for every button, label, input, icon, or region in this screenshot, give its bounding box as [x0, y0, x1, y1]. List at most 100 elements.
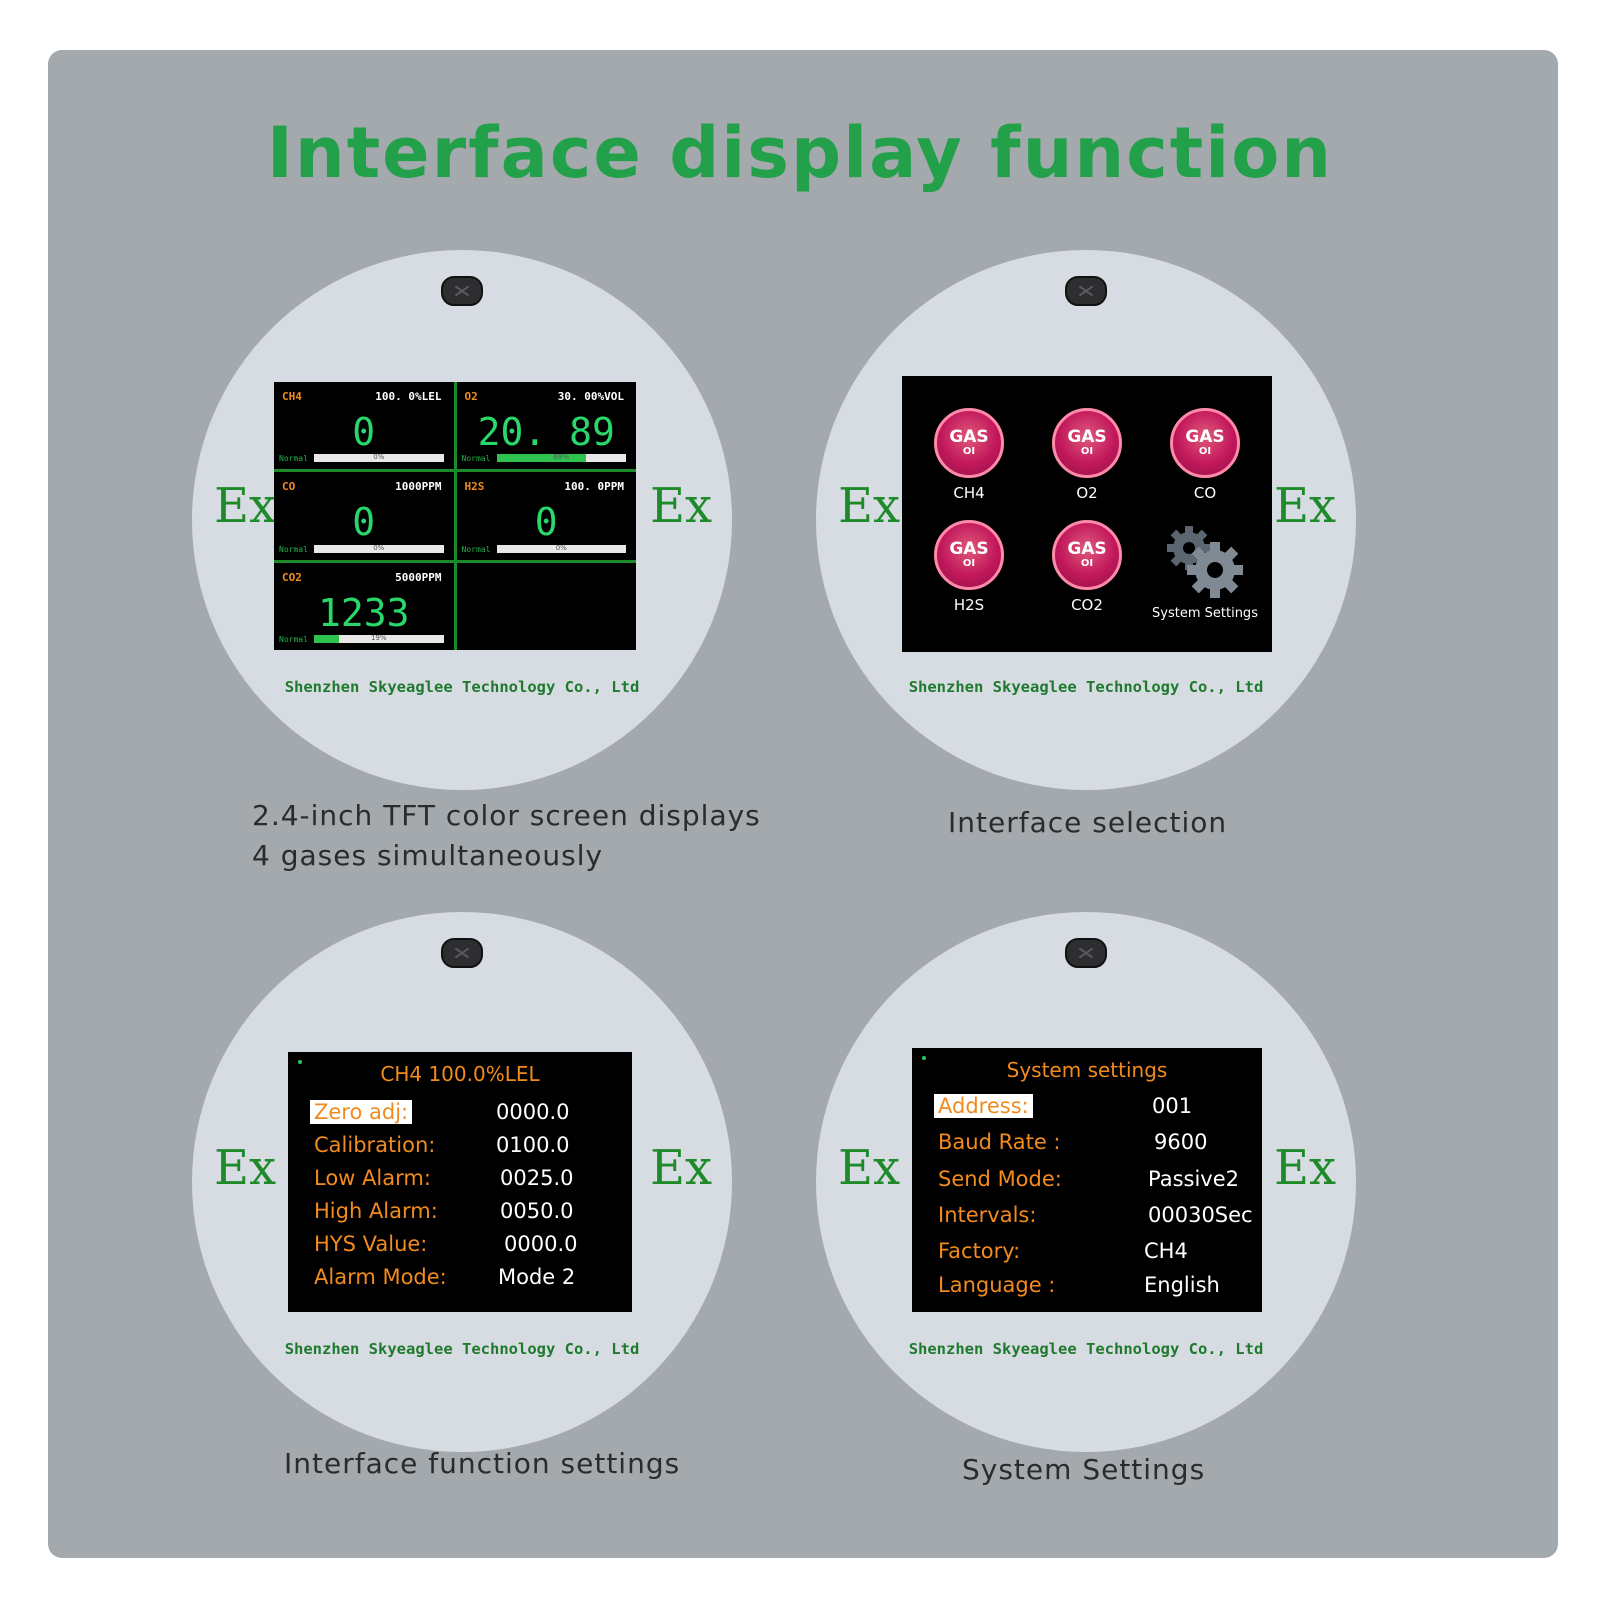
gas-name: H2S: [464, 480, 485, 494]
ex-mark: Ex: [650, 478, 713, 534]
gas-range: 1000PPM: [395, 480, 442, 494]
device-gas-display: Ex Ex CH4 100. 0%LEL 0 Normal 0% O2 30. …: [192, 250, 732, 790]
setting-row-hys-value[interactable]: HYS Value: 0000.0: [310, 1232, 622, 1264]
ex-mark: Ex: [1274, 1140, 1337, 1196]
caption-display: 2.4-inch TFT color screen displays 4 gas…: [252, 796, 761, 876]
setting-row-calibration[interactable]: Calibration: 0100.0: [310, 1133, 622, 1165]
menu-item-label: H2S: [953, 596, 985, 614]
ex-mark: Ex: [838, 478, 901, 534]
gas-name: CO: [282, 480, 296, 494]
setting-value: English: [1144, 1273, 1220, 1297]
gas-percent: 19%: [370, 634, 387, 642]
gas-name: CO2: [282, 570, 302, 584]
gas-value: 0: [352, 410, 376, 454]
setting-value: 00030Sec: [1148, 1203, 1253, 1227]
company-name: Shenzhen Skyeaglee Technology Co., Ltd: [284, 678, 640, 696]
gas-level-bar: 0%: [314, 453, 444, 463]
setting-value: 001: [1152, 1094, 1193, 1118]
gas-level-bar: 0%: [496, 544, 626, 553]
setting-row-language[interactable]: Language : English: [934, 1273, 1252, 1305]
gas-cell-ch4: CH4 100. 0%LEL 0 Normal 0%: [274, 382, 454, 470]
setting-value: Mode 2: [498, 1265, 576, 1289]
menu-item-label: CO: [1193, 484, 1217, 502]
gas-value: 20. 89: [477, 410, 615, 454]
status-dot: [298, 1060, 302, 1064]
ex-mark: Ex: [214, 1140, 277, 1196]
setting-label: Language :: [938, 1273, 1056, 1297]
gas-status: Normal: [279, 635, 308, 644]
gas-percent: 0%: [373, 543, 385, 552]
setting-row-factory[interactable]: Factory: CH4: [934, 1239, 1252, 1271]
setting-row-zero-adj[interactable]: Zero adj: 0000.0: [310, 1100, 622, 1132]
company-name: Shenzhen Skyeaglee Technology Co., Ltd: [908, 678, 1264, 696]
page-title: Interface display function: [266, 112, 1334, 194]
menu-item-label: System Settings: [1152, 606, 1258, 621]
gas-range: 5000PPM: [395, 570, 442, 584]
gas-cell-o2: O2 30. 00%VOL 20. 89 Normal 69%: [456, 382, 636, 470]
setting-value: 0000.0: [504, 1232, 578, 1256]
gas-name: O2: [464, 390, 478, 403]
menu-item-label: CO2: [1071, 596, 1103, 614]
setting-value: Passive2: [1148, 1167, 1240, 1191]
setting-value: 0100.0: [496, 1133, 570, 1157]
setting-label: Calibration:: [314, 1133, 436, 1157]
gas-value: 1233: [317, 590, 410, 635]
gas-level-bar: 19%: [314, 634, 444, 643]
setting-value: 9600: [1154, 1130, 1208, 1154]
setting-row-send-mode[interactable]: Send Mode: Passive2: [934, 1167, 1252, 1199]
gas-cell-empty: [456, 562, 636, 650]
system-settings-screen: System settings Address: 001 Baud Rate :…: [912, 1048, 1262, 1312]
gas-status: Normal: [279, 544, 308, 554]
gear-icon: [1155, 520, 1255, 600]
gas-display-screen: CH4 100. 0%LEL 0 Normal 0% O2 30. 00%VOL…: [274, 382, 636, 650]
device-function-settings: Ex Ex CH4 100.0%LEL Zero adj: 0000.0 Cal…: [192, 912, 732, 1452]
status-dot: [922, 1056, 926, 1060]
gas-name: CH4: [282, 390, 302, 403]
setting-row-intervals[interactable]: Intervals: 00030Sec: [934, 1203, 1253, 1235]
ex-mark: Ex: [214, 478, 277, 534]
setting-row-alarm-mode[interactable]: Alarm Mode: Mode 2: [310, 1265, 622, 1297]
caption-selection: Interface selection: [948, 806, 1228, 839]
gas-cell-co2: CO2 5000PPM 1233 Normal 19%: [274, 562, 454, 650]
setting-label: Send Mode:: [938, 1167, 1062, 1191]
setting-label: Address:: [934, 1094, 1033, 1118]
gas-value: 0: [352, 500, 376, 545]
caption-function-settings: Interface function settings: [284, 1447, 681, 1480]
gas-range: 30. 00%VOL: [557, 390, 624, 403]
gas-level-bar: 0%: [314, 543, 444, 553]
ex-mark: Ex: [650, 1140, 713, 1196]
setting-row-address[interactable]: Address: 001: [934, 1094, 1252, 1126]
gas-level-bar: 69%: [496, 453, 626, 463]
gas-cell-co: CO 1000PPM 0 Normal 0%: [274, 472, 454, 560]
setting-label: Alarm Mode:: [314, 1265, 447, 1289]
ex-mark: Ex: [838, 1140, 901, 1196]
caption-line: 4 gases simultaneously: [252, 839, 604, 872]
setting-value: 0050.0: [500, 1199, 574, 1223]
gas-cell-h2s: H2S 100. 0PPM 0 Normal 0%: [456, 472, 636, 560]
setting-row-baud-rate[interactable]: Baud Rate : 9600: [934, 1130, 1252, 1162]
gas-range: 100. 0%LEL: [375, 390, 442, 403]
function-settings-screen: CH4 100.0%LEL Zero adj: 0000.0 Calibrati…: [288, 1052, 632, 1312]
setting-row-high-alarm[interactable]: High Alarm: 0050.0: [310, 1199, 622, 1231]
menu-item-label: O2: [1076, 484, 1098, 502]
screw-icon: [1065, 938, 1107, 968]
setting-value: CH4: [1144, 1239, 1188, 1263]
screw-icon: [441, 938, 483, 968]
ex-mark: Ex: [1274, 478, 1337, 534]
setting-value: 0000.0: [496, 1100, 570, 1124]
settings-title: System settings: [1006, 1058, 1168, 1082]
menu-item-system-settings[interactable]: System Settings: [1146, 514, 1264, 638]
gas-percent: 69%: [553, 453, 570, 462]
setting-row-low-alarm[interactable]: Low Alarm: 0025.0: [310, 1166, 622, 1198]
settings-title: CH4 100.0%LEL: [380, 1062, 540, 1086]
